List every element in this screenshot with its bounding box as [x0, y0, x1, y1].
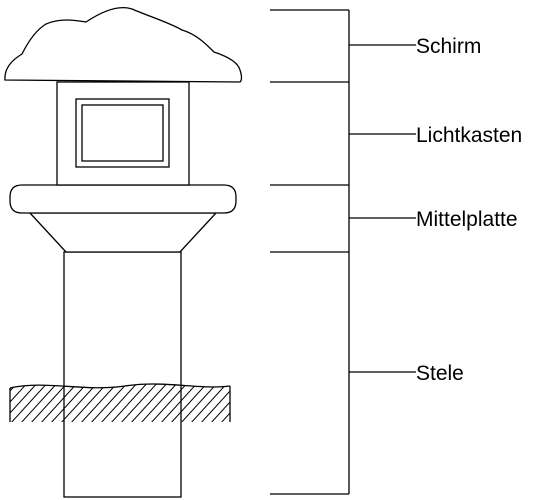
hatch-line: [19, 384, 61, 422]
mittelplatte-shape: [9, 184, 237, 253]
hatch-line: [199, 384, 230, 422]
label-stele-group: Stele: [349, 362, 464, 385]
hatch-line: [89, 384, 131, 422]
hatch-line: [189, 384, 230, 422]
hatch-line: [169, 384, 211, 422]
ground-hatching: [9, 380, 280, 424]
hatch-line: [10, 384, 51, 422]
hatch-line: [129, 384, 171, 422]
label-schirm: Schirm: [416, 35, 481, 58]
lichtkasten-shape: [56, 81, 190, 186]
hatch-line: [209, 384, 230, 422]
label-stele: Stele: [416, 362, 464, 385]
hatch-line: [79, 384, 121, 422]
stele-shape: [63, 251, 182, 498]
hatch-line: [159, 384, 201, 422]
label-lichtkasten: Lichtkasten: [416, 124, 522, 147]
hatch-line: [119, 384, 161, 422]
schirm-shape: [4, 7, 243, 83]
dimension-lines: [270, 9, 350, 495]
hatch-line: [240, 380, 280, 424]
hatch-line: [49, 384, 91, 422]
hatch-line: [179, 384, 221, 422]
hatch-line: [10, 384, 21, 422]
hatch-line: [219, 384, 230, 422]
hatch-line: [10, 384, 11, 422]
hatch-line: [109, 384, 151, 422]
label-schirm-group: Schirm: [349, 35, 481, 58]
hatch-line: [149, 384, 191, 422]
hatch-line: [229, 384, 230, 422]
label-mittelplatte: Mittelplatte: [416, 208, 518, 231]
hatch-line: [139, 384, 181, 422]
hatch-line: [39, 384, 81, 422]
hatch-line: [99, 384, 141, 422]
hatch-line: [29, 384, 71, 422]
label-lichtkasten-group: Lichtkasten: [349, 124, 522, 147]
label-mittelplatte-group: Mittelplatte: [349, 208, 518, 231]
hatch-line: [10, 384, 41, 422]
hatch-line: [10, 384, 31, 422]
